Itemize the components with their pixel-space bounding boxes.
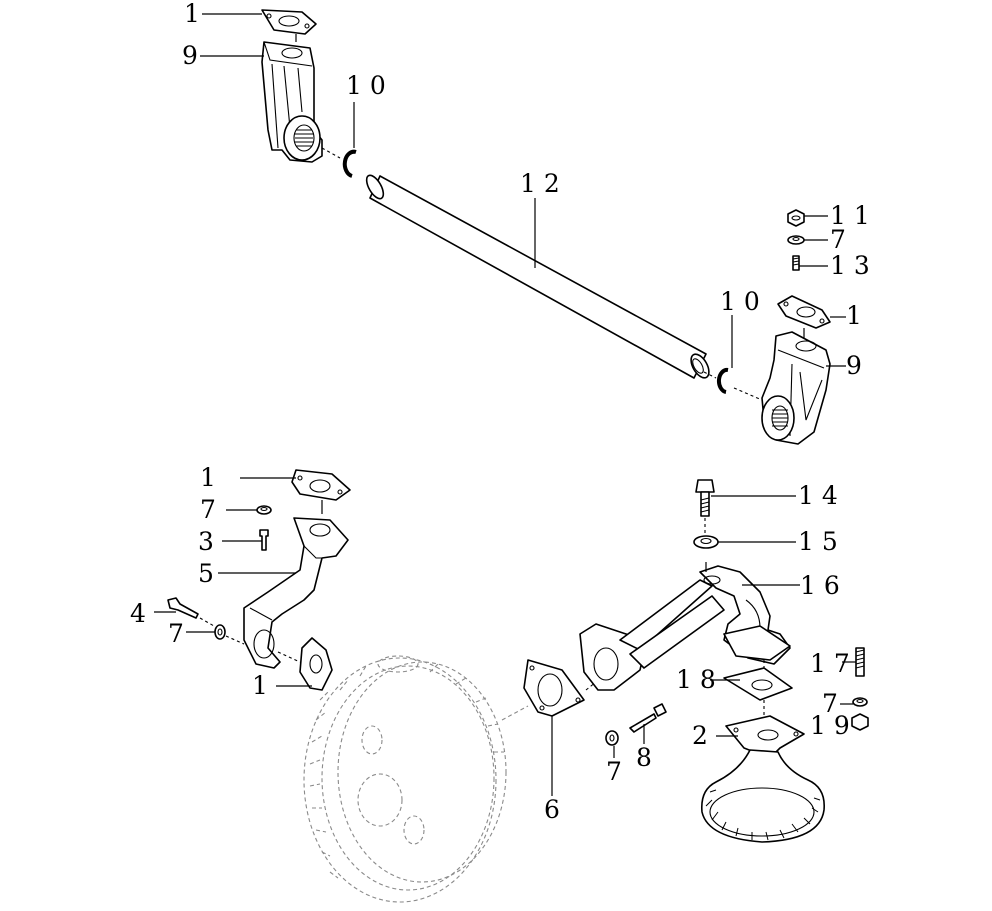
left-washer-top <box>256 505 272 515</box>
label-bottom-washer: 7 <box>606 757 622 786</box>
strainer-washer <box>852 697 868 707</box>
bottom-bolt <box>629 703 667 733</box>
right-top-washer <box>693 535 719 549</box>
label-left-washer-bottom: 7 <box>168 619 184 648</box>
left-bolt <box>167 597 199 619</box>
label-right-gasket: 1 <box>846 301 862 330</box>
tube <box>365 174 710 379</box>
label-left-washer-top: 7 <box>200 495 216 524</box>
label-flange-gasket: 6 <box>544 795 560 824</box>
gear-outline <box>303 655 529 903</box>
strainer <box>700 715 825 843</box>
left-gasket-top <box>291 469 351 501</box>
right-stud <box>792 255 800 271</box>
label-right-bracket: 9 <box>846 351 862 380</box>
label-right-top-bolt: 1 4 <box>798 481 838 510</box>
label-top-left-oring: 1 0 <box>346 71 386 100</box>
label-tube: 1 2 <box>520 169 560 198</box>
label-strainer-gasket: 1 8 <box>676 665 716 694</box>
label-left-bolt: 4 <box>130 599 146 628</box>
label-strainer: 2 <box>692 721 708 750</box>
label-top-left-bracket: 9 <box>182 41 198 70</box>
label-strainer-nut: 1 9 <box>810 711 850 740</box>
top-left-oring <box>342 149 357 178</box>
left-gasket-bottom <box>299 637 333 691</box>
right-oring <box>716 367 729 394</box>
top-left-gasket <box>261 9 317 35</box>
label-right-top-washer: 1 5 <box>798 527 838 556</box>
left-pipe <box>243 517 349 669</box>
left-screw <box>259 529 269 551</box>
left-washer-bottom <box>214 624 226 640</box>
label-bottom-bolt: 8 <box>636 743 652 772</box>
label-right-nut: 1 1 <box>830 201 870 230</box>
strainer-stud <box>855 647 865 677</box>
right-nut <box>787 209 805 227</box>
elbow-pipe <box>579 565 791 691</box>
label-left-pipe: 5 <box>198 559 214 588</box>
label-left-gasket-top: 1 <box>200 463 216 492</box>
right-washer <box>787 235 805 245</box>
label-strainer-washer: 7 <box>822 689 838 718</box>
strainer-nut <box>851 713 869 731</box>
right-bracket <box>761 331 831 445</box>
right-gasket <box>777 295 831 329</box>
label-left-screw: 3 <box>198 527 214 556</box>
callout-labels: 1 9 1 0 1 2 1 1 7 1 3 1 0 1 9 1 7 3 5 4 … <box>130 0 870 824</box>
label-strainer-stud: 1 7 <box>810 649 850 678</box>
strainer-gasket <box>723 667 793 701</box>
label-right-oring: 1 0 <box>720 287 760 316</box>
label-left-gasket-bottom: 1 <box>252 671 268 700</box>
label-right-stud: 1 3 <box>830 251 870 280</box>
right-top-bolt <box>695 479 715 517</box>
top-left-bracket <box>261 41 323 163</box>
label-right-washer: 7 <box>830 225 846 254</box>
label-top-left-gasket: 1 <box>184 0 200 28</box>
flange-gasket <box>523 659 585 717</box>
label-elbow-pipe: 1 6 <box>800 571 840 600</box>
bottom-washer <box>605 730 619 746</box>
